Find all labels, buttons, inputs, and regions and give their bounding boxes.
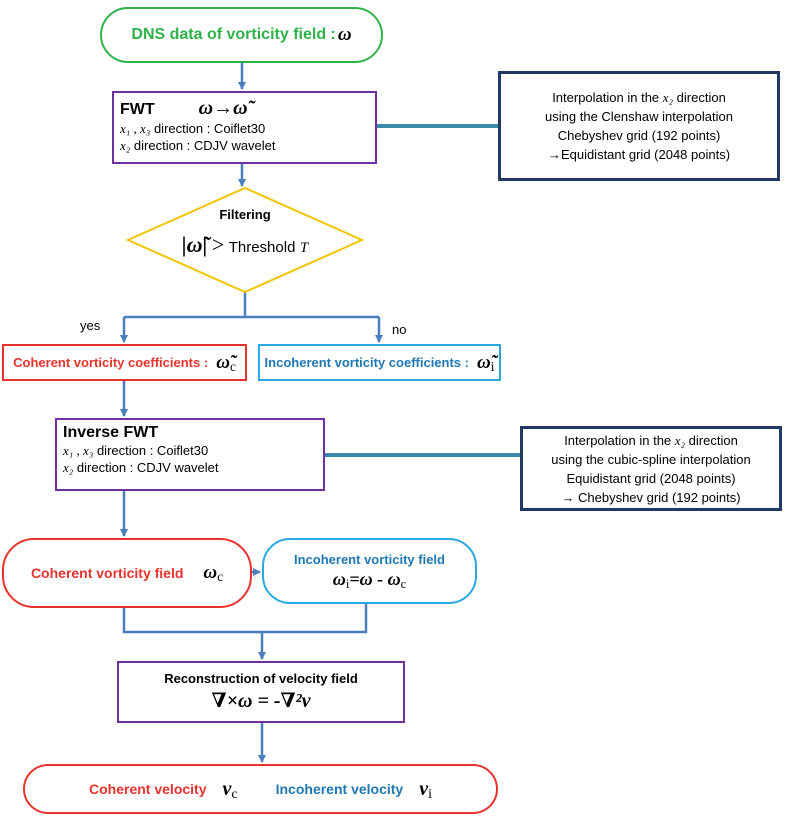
dns-data-node: DNS data of vorticity field : ω: [100, 7, 383, 63]
incoherent-coef-symbol: ω̃i: [477, 352, 494, 374]
coherent-coefficients-box: Coherent vorticity coefficients : ω̃c: [2, 344, 247, 381]
coherent-field-sub: c: [217, 569, 224, 584]
interp2-line4: → Chebyshev grid (192 points): [561, 489, 741, 505]
incoherent-velocity-v: v: [419, 777, 429, 800]
inc-eq-lhs-sub: i: [345, 577, 350, 591]
interp2-line2: using the cubic-spline interpolation: [551, 451, 751, 467]
coherent-vorticity-field-node: Coherent vorticity field ωc: [2, 538, 252, 608]
inc-eq-rhs: =ω - ω: [349, 569, 401, 589]
interp1-line1-post: direction: [673, 90, 726, 105]
filter-condition: |ω̃| > Threshold T: [160, 232, 330, 258]
interp1-line1-pre: Interpolation in the: [552, 90, 663, 105]
incoherent-velocity-sub: i: [428, 786, 432, 802]
fwt-direction-1: x₁ , x₃ direction : Coiflet30: [120, 120, 369, 137]
incoherent-coef-label: Incoherent vorticity coefficients :: [264, 355, 469, 370]
incoherent-coef-sub: i: [490, 358, 495, 374]
ifwt-dir2-text: direction : CDJV wavelet: [73, 460, 219, 475]
fwt-dir2-text: direction : CDJV wavelet: [130, 138, 276, 153]
inc-eq-lhs: ω: [332, 569, 346, 589]
coherent-velocity-symbol: vc: [222, 777, 238, 802]
interp2-line3: Equidistant grid (2048 points): [566, 470, 736, 486]
coherent-coef-symbol: ω̃c: [216, 352, 236, 374]
coherent-field-omega: ω: [203, 562, 218, 583]
coherent-coef-label: Coherent vorticity coefficients :: [13, 355, 209, 370]
fwt-title: FWT: [120, 101, 155, 118]
interp2-line1: Interpolation in the x₂ direction: [564, 431, 738, 450]
inc-eq-rhs-sub: c: [400, 577, 407, 591]
fwt-dir2-var: x₂: [120, 138, 131, 153]
coherent-coef-sub: c: [229, 358, 236, 374]
interp2-var: x₂: [674, 432, 686, 448]
split-line: [124, 292, 247, 319]
ifwt-direction-1: x₁ , x₃ direction : Coiflet30: [63, 442, 317, 459]
coherent-velocity-label: Coherent velocity: [89, 781, 207, 797]
incoherent-coef-omega: ω̃: [476, 351, 491, 373]
filter-threshold-text: Threshold: [228, 239, 296, 256]
no-label: no: [392, 322, 407, 337]
incoherent-coefficients-box: Incoherent vorticity coefficients : ω̃i: [258, 344, 501, 381]
ifwt-direction-2: x₂ direction : CDJV wavelet: [63, 459, 317, 476]
incoherent-velocity-label: Incoherent velocity: [275, 781, 404, 797]
interp1-line2: using the Clenshaw interpolation: [545, 109, 733, 124]
reconstruction-title: Reconstruction of velocity field: [164, 671, 358, 686]
filter-lhs: |ω̃|: [181, 232, 208, 257]
omega-symbol: ω: [337, 24, 352, 45]
coherent-velocity-sub: c: [231, 786, 238, 802]
inverse-fwt-title: Inverse FWT: [63, 424, 159, 441]
filter-diamond: [125, 186, 365, 294]
fwt-direction-2: x₂ direction : CDJV wavelet: [120, 137, 369, 154]
fwt-dir1-text: direction : Coiflet30: [150, 121, 266, 136]
filter-label: Filtering: [219, 207, 271, 222]
fwt-dir1-vars: x₁ , x₃: [120, 121, 151, 136]
ifwt-dir1-vars: x₁ , x₃: [63, 443, 94, 458]
coherent-velocity-v: v: [222, 777, 232, 800]
coherent-coef-omega: ω̃: [216, 351, 230, 373]
interp1-line4: →Equidistant grid (2048 points): [547, 147, 731, 162]
interp1-line1: Interpolation in the x₂ direction: [552, 88, 726, 107]
interp1-var: x₂: [662, 90, 674, 105]
incoherent-velocity-symbol: vi: [419, 777, 432, 802]
velocity-output-node: Coherent velocity vc Incoherent velocity…: [23, 764, 498, 814]
ifwt-dir1-text: direction : Coiflet30: [93, 443, 209, 458]
ifwt-dir2-var: x₂: [63, 460, 74, 475]
inverse-fwt-box: Inverse FWT x₁ , x₃ direction : Coiflet3…: [55, 418, 325, 491]
incoherent-field-label: Incoherent vorticity field: [294, 552, 445, 567]
incoherent-vorticity-field-node: Incoherent vorticity field ωi=ω - ωc: [262, 538, 477, 604]
yes-label: yes: [80, 318, 101, 333]
interp1-line3: Chebyshev grid (192 points): [557, 128, 721, 143]
interpolation-box-clenshaw: Interpolation in the x₂ direction using …: [498, 71, 780, 181]
fwt-box: FWT ω→ω̃ x₁ , x₃ direction : Coiflet30 x…: [112, 91, 377, 164]
interpolation-box-cubic-spline: Interpolation in the x₂ direction using …: [520, 426, 782, 511]
interp2-line1-post: direction: [685, 432, 738, 448]
filter-threshold-symbol: T: [299, 240, 309, 256]
coherent-field-label: Coherent vorticity field: [30, 565, 184, 581]
merge-line: [122, 604, 368, 634]
filter-op: >: [211, 232, 225, 257]
reconstruction-box: Reconstruction of velocity field ∇×ω = -…: [117, 661, 405, 723]
dns-label: DNS data of vorticity field :: [131, 26, 336, 43]
coherent-field-symbol: ωc: [203, 562, 223, 584]
reconstruction-equation: ∇×ω = -∇²v: [211, 690, 311, 712]
fwt-equation: ω→ω̃: [198, 97, 248, 119]
incoherent-field-equation: ωi=ω - ωc: [333, 569, 406, 590]
interp2-line1-pre: Interpolation in the: [564, 432, 675, 448]
